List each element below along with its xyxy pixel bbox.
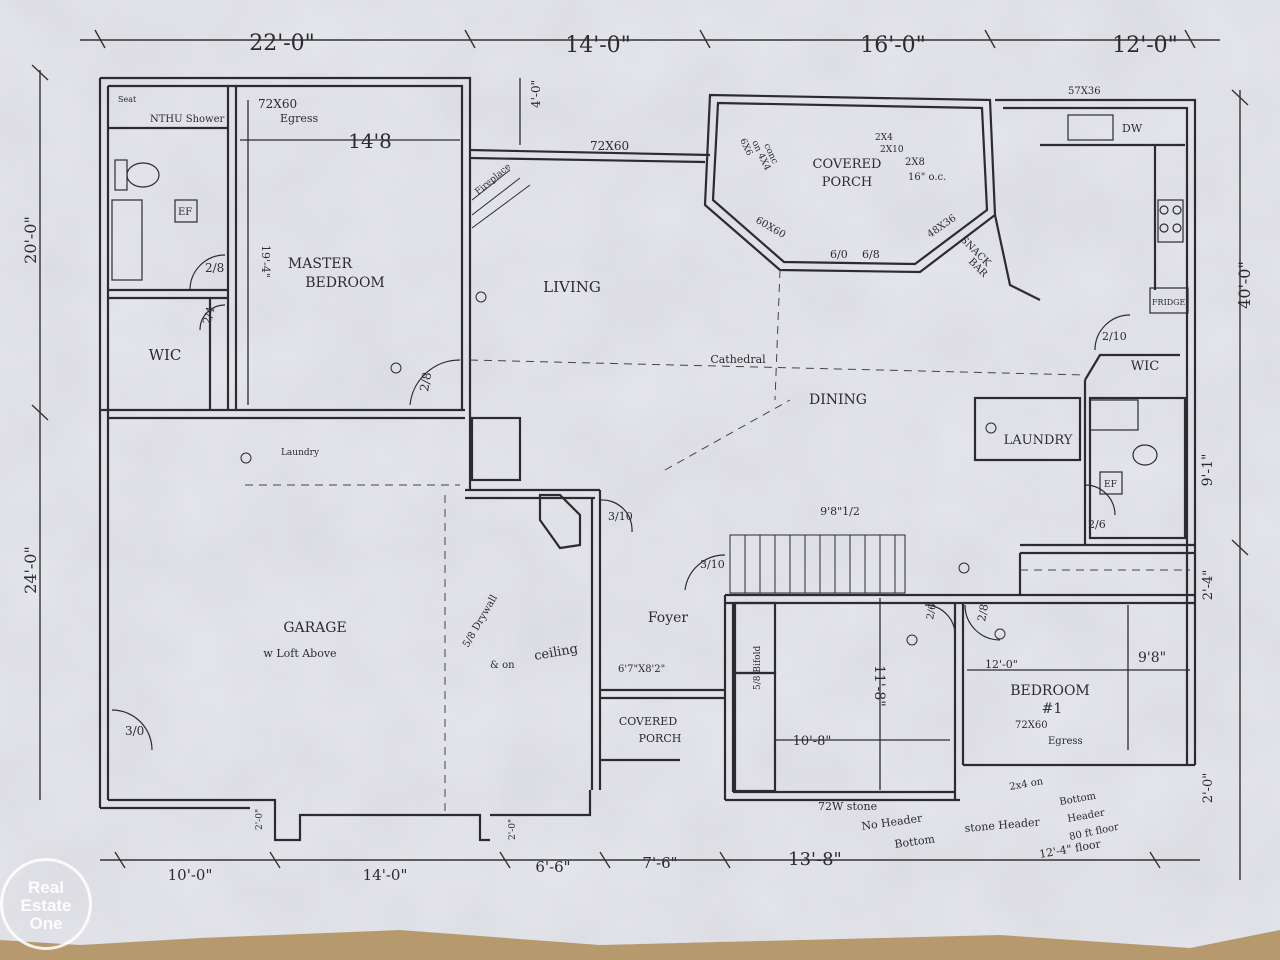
- room-master-1: MASTER: [288, 256, 353, 272]
- garage-sub: w Loft Above: [263, 647, 336, 660]
- dim-bot-5: 13'-8": [788, 849, 842, 870]
- door-28b: 2/8: [417, 371, 434, 392]
- step-2b: 2'-0": [508, 819, 518, 840]
- door-24: 2/4: [200, 305, 217, 325]
- dim-right-4: 2'-0": [1201, 773, 1216, 804]
- porch-door-2: 6/8: [862, 248, 880, 261]
- room-living: LIVING: [543, 278, 601, 296]
- dim-right-2: 9'-1": [1200, 454, 1216, 487]
- wic-right: WIC: [1131, 359, 1159, 374]
- porch-note2-a: 2X4: [875, 133, 893, 143]
- door-26: 2/6: [1088, 518, 1106, 531]
- room-garage: GARAGE: [283, 620, 346, 636]
- hall-len: 11'-8": [871, 665, 887, 707]
- door-310a: 3/0: [125, 724, 144, 738]
- door-swings: [111, 254, 1131, 751]
- egress-master-2: Egress: [280, 112, 318, 125]
- door-310b: 3/10: [608, 510, 633, 523]
- door-310c: 3/10: [700, 558, 725, 571]
- outlet-markers: [240, 291, 1006, 646]
- room-bed1-1: BEDROOM: [1010, 683, 1090, 699]
- porch-note3-b: 16" o.c.: [908, 172, 946, 183]
- drywall-2: & on: [490, 660, 515, 671]
- dimension-lines: [31, 29, 1249, 880]
- door-28a: 2/8: [205, 261, 224, 275]
- stair-treads: [471, 169, 906, 594]
- dim-bot-1: 10'-0": [168, 866, 213, 884]
- dw: DW: [1122, 122, 1143, 135]
- room-foyer: Foyer: [648, 610, 689, 626]
- dim-left-1: 20'-0": [21, 216, 40, 264]
- laundry-small: Laundry: [281, 448, 320, 458]
- dim-bot-3: 6'-6": [535, 858, 570, 876]
- dim-right-3: 2'-4": [1201, 570, 1216, 601]
- bed-closet: 5/8 Bifold: [753, 646, 763, 690]
- bed-egress-1: 72X60: [1015, 720, 1048, 731]
- porch-note3-a: 2X8: [905, 157, 925, 168]
- footing-1: 72W stone: [818, 800, 877, 813]
- master-depth: 19'-4": [259, 245, 272, 278]
- fridge: FRIDGE: [1152, 298, 1186, 307]
- walls: [98, 76, 1197, 842]
- porch-front-1: COVERED: [619, 715, 678, 728]
- porch-door-1: 6/0: [830, 248, 848, 261]
- dim-bot-2: 14'-0": [363, 866, 408, 884]
- dim-left-2: 24'-0": [21, 546, 40, 594]
- real-estate-one-logo: Real Estate One: [0, 858, 92, 950]
- door-210a: 2/10: [1102, 330, 1127, 343]
- porch-dim: 6'7"X8'2": [618, 664, 665, 675]
- master-width: 14'8: [348, 129, 392, 153]
- porch-front-2: PORCH: [639, 732, 682, 745]
- labels: 22'-0" 14'-0" 16'-0" 12'-0" 20'-0" 24'-0…: [21, 31, 1254, 884]
- room-laundry: LAUNDRY: [1004, 433, 1073, 448]
- footing-3: Bottom: [894, 832, 937, 851]
- dim-top-3: 16'-0": [860, 33, 926, 58]
- ef-master: EF: [178, 207, 192, 218]
- shower: NTHU Shower: [150, 114, 225, 125]
- logo-text-1: Real: [28, 878, 64, 897]
- bed-width: 9'8": [1138, 650, 1166, 666]
- interior-dims: [240, 78, 1190, 790]
- hall-width: 10'-8": [793, 734, 832, 749]
- closet-dim: 12'-0": [985, 658, 1018, 671]
- room-bed1-2: #1: [1042, 701, 1063, 717]
- dashed-lines: [245, 269, 1190, 815]
- bed-egress-2: Egress: [1048, 736, 1083, 747]
- porch-top-2: PORCH: [822, 175, 872, 190]
- dim-top-4: 12'-0": [1112, 33, 1178, 58]
- wic-master: WIC: [149, 346, 182, 364]
- cathedral: Cathedral: [710, 353, 766, 366]
- porch-top-1: COVERED: [813, 157, 882, 172]
- room-master-2: BEDROOM: [305, 275, 385, 291]
- door-28c: 2/8: [975, 603, 991, 623]
- room-dining: DINING: [809, 392, 867, 408]
- seat: Seat: [118, 95, 137, 104]
- logo-text-2: Estate: [20, 896, 72, 915]
- egress-master-1: 72X60: [258, 97, 297, 111]
- dim-top-1: 22'-0": [249, 31, 315, 56]
- dim-right-1: 40'-0": [1235, 261, 1254, 309]
- dim-top-2: 14'-0": [565, 33, 631, 58]
- window-top: 72X60: [590, 139, 629, 153]
- dim-inner-top: 4'-0": [529, 80, 543, 108]
- door-26b: 2/6: [925, 603, 939, 621]
- fixtures: [111, 114, 1189, 495]
- dim-bot-4: 7'-6": [642, 854, 677, 872]
- window-57: 57X36: [1068, 86, 1101, 97]
- ef-bath: EF: [1104, 480, 1117, 490]
- step-2: 2'-0": [255, 809, 265, 830]
- hall-dim: 9'8"1/2: [820, 505, 860, 518]
- logo-text-3: One: [29, 914, 63, 933]
- porch-note2-b: 2X10: [880, 145, 904, 155]
